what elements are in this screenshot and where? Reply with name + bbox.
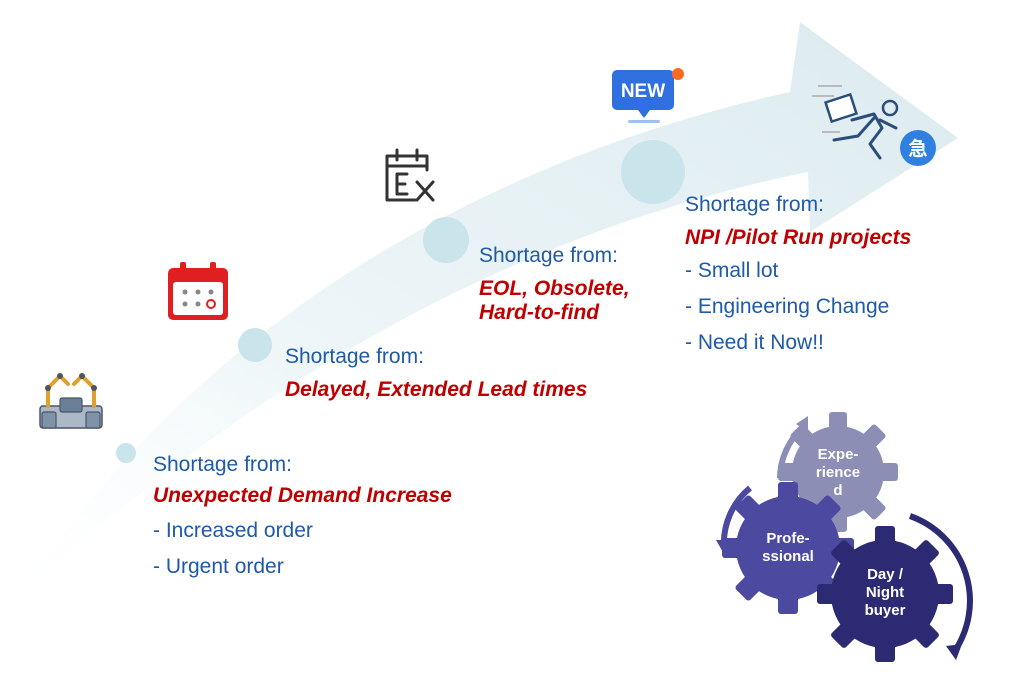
factory-robot-arms-icon (39, 373, 103, 429)
gear-label-experienced: Expe- rience d (815, 446, 861, 499)
new-badge-label: NEW (621, 81, 665, 102)
stage-4-detail-1: - Small lot (685, 259, 779, 282)
stage-1-cause: Unexpected Demand Increase (153, 484, 452, 507)
stage-3-heading: Shortage from: (479, 244, 618, 267)
gear-professional (722, 482, 854, 614)
gear-label-day-night-buyer: Day / Night buyer (864, 566, 906, 619)
stage-2-text: Shortage from: Delayed, Extended Lead ti… (285, 344, 587, 402)
gear-label-professional: Profe- ssional (762, 530, 814, 565)
stage-1-detail-1: - Increased order (153, 519, 313, 542)
stage-2-heading: Shortage from: (285, 345, 424, 368)
stage-4-circle (621, 140, 685, 204)
stage-3-circle (423, 217, 469, 263)
stage-1-heading: Shortage from: (153, 453, 292, 476)
stage-2-circle (238, 328, 272, 362)
stage-4-detail-2: - Engineering Change (685, 295, 890, 318)
running-person-urgent-icon: 急 (812, 85, 936, 166)
stage-2-cause: Delayed, Extended Lead times (285, 378, 588, 401)
stage-4-detail-3: - Need it Now!! (685, 331, 824, 354)
progress-arrow (18, 22, 958, 600)
stage-4-cause: NPI /Pilot Run projects (685, 226, 912, 249)
stage-4-text: Shortage from: NPI /Pilot Run projects -… (685, 192, 911, 356)
stage-1-circle (116, 443, 136, 463)
calendar-icon (168, 262, 228, 320)
calendar-ex-icon (385, 148, 435, 202)
stage-3-text: Shortage from: EOL, Obsolete, Hard-to-fi… (479, 243, 630, 325)
gears-cluster (716, 412, 973, 662)
stage-4-heading: Shortage from: (685, 193, 824, 216)
stage-1-detail-2: - Urgent order (153, 555, 284, 578)
gear-day-night-buyer (817, 526, 953, 662)
urgent-glyph: 急 (908, 137, 927, 160)
stage-1-text: Shortage from: Unexpected Demand Increas… (153, 452, 452, 580)
stage-3-cause: EOL, Obsolete, Hard-to-find (479, 277, 630, 324)
new-badge-icon: NEW (612, 68, 684, 123)
